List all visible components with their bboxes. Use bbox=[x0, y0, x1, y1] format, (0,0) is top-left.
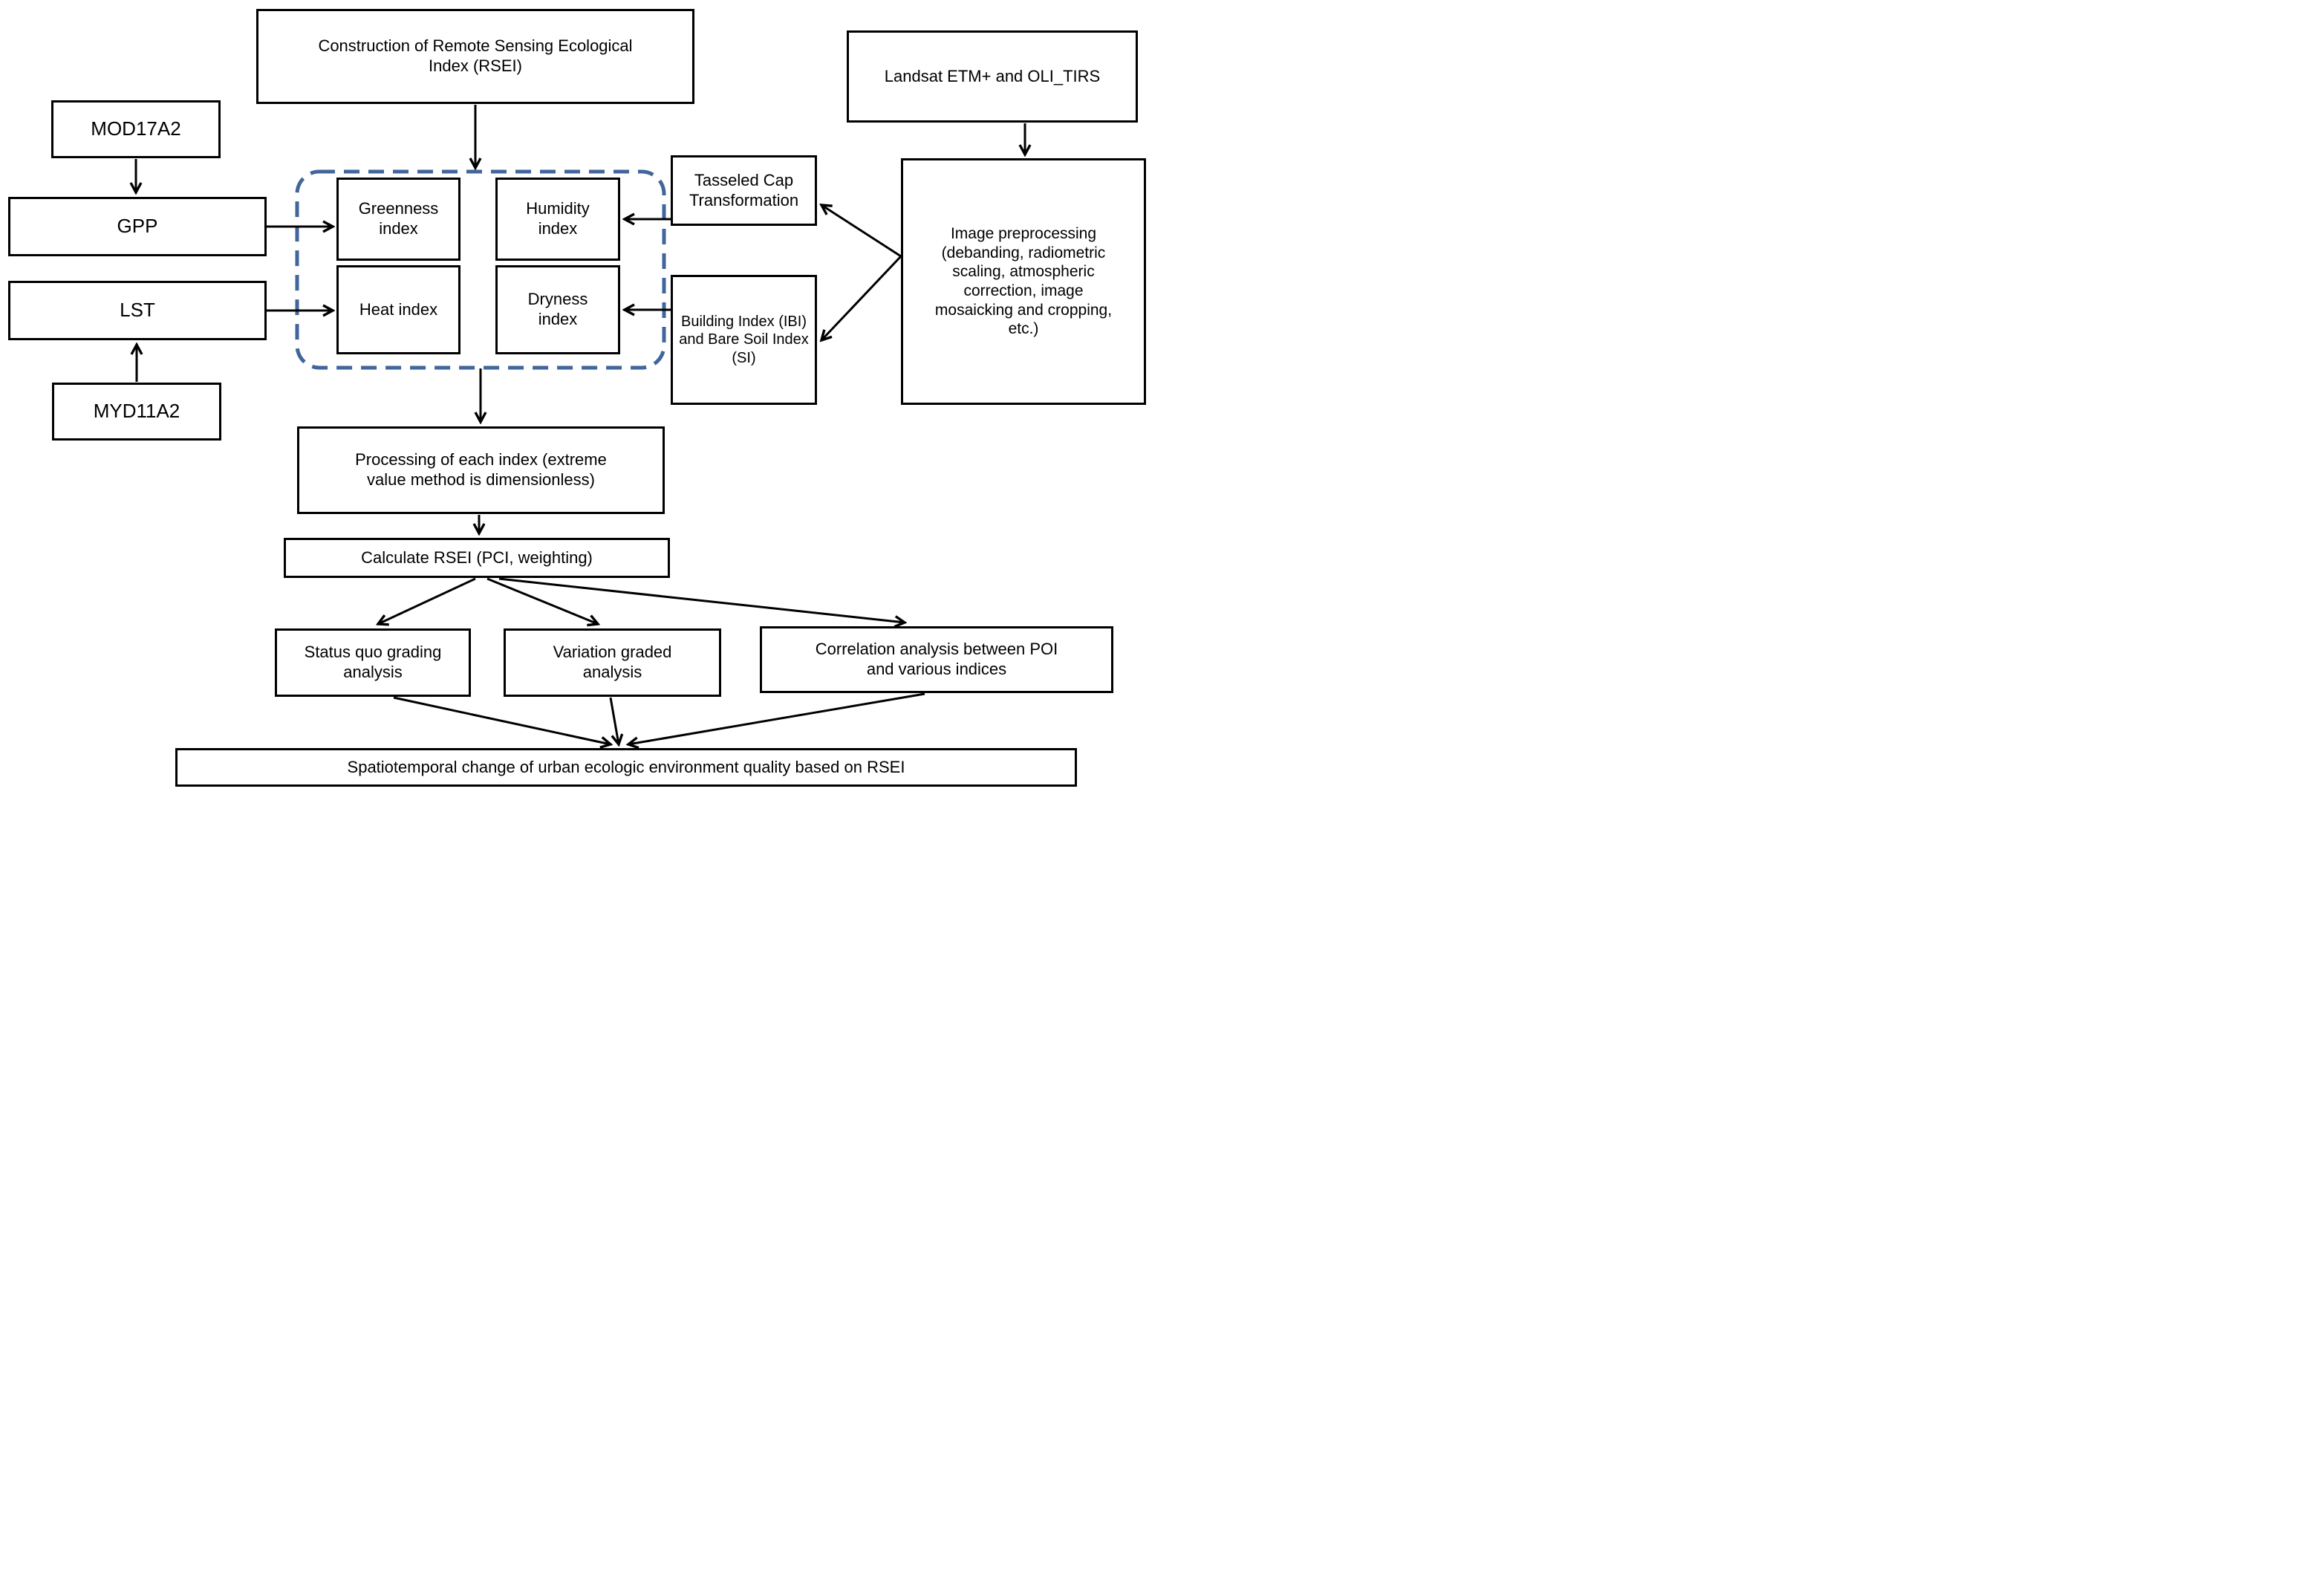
node-image-preprocessing-label: Image preprocessing (debanding, radiomet… bbox=[934, 225, 1113, 338]
node-processing-each-index: Processing of each index (extreme value … bbox=[297, 426, 665, 514]
node-greenness-index-label: Greenness index bbox=[358, 199, 439, 238]
node-spatiotemporal-change-label: Spatiotemporal change of urban ecologic … bbox=[347, 757, 905, 776]
node-humidity-index-label: Humidity index bbox=[526, 199, 590, 238]
node-greenness-index: Greenness index bbox=[336, 178, 460, 261]
node-gpp: GPP bbox=[8, 197, 267, 256]
node-status-quo-grading: Status quo grading analysis bbox=[275, 628, 471, 697]
node-dryness-index: Dryness index bbox=[495, 265, 620, 354]
node-construction-rsei-label: Construction of Remote Sensing Ecologica… bbox=[318, 36, 633, 75]
node-correlation-analysis: Correlation analysis between POI and var… bbox=[760, 626, 1113, 693]
node-humidity-index: Humidity index bbox=[495, 178, 620, 261]
node-landsat: Landsat ETM+ and OLI_TIRS bbox=[847, 30, 1138, 123]
node-spatiotemporal-change: Spatiotemporal change of urban ecologic … bbox=[175, 748, 1077, 787]
flowchart-canvas: Construction of Remote Sensing Ecologica… bbox=[0, 0, 1162, 795]
arrow-calc-to-variation bbox=[486, 577, 598, 624]
node-landsat-label: Landsat ETM+ and OLI_TIRS bbox=[884, 66, 1101, 85]
arrow-preprocessing-to-tasseled bbox=[821, 205, 902, 258]
arrow-calc-to-correlation bbox=[498, 577, 905, 623]
node-mod17a2: MOD17A2 bbox=[51, 100, 221, 158]
node-mod17a2-label: MOD17A2 bbox=[91, 117, 181, 140]
node-dryness-index-label: Dryness index bbox=[527, 290, 588, 328]
arrow-statusquo-to-final bbox=[393, 696, 611, 744]
node-lst: LST bbox=[8, 281, 267, 340]
node-tasseled-cap-label: Tasseled Cap Transformation bbox=[689, 170, 799, 209]
node-correlation-analysis-label: Correlation analysis between POI and var… bbox=[815, 640, 1058, 678]
node-calculate-rsei: Calculate RSEI (PCI, weighting) bbox=[284, 538, 670, 578]
node-myd11a2: MYD11A2 bbox=[52, 383, 221, 441]
node-calculate-rsei-label: Calculate RSEI (PCI, weighting) bbox=[361, 547, 593, 567]
node-construction-rsei: Construction of Remote Sensing Ecologica… bbox=[256, 9, 694, 104]
node-tasseled-cap: Tasseled Cap Transformation bbox=[671, 155, 817, 226]
arrow-variation-to-final bbox=[609, 697, 619, 744]
node-image-preprocessing: Image preprocessing (debanding, radiomet… bbox=[901, 158, 1146, 405]
node-heat-index-label: Heat index bbox=[359, 299, 438, 319]
node-lst-label: LST bbox=[120, 299, 155, 322]
node-status-quo-grading-label: Status quo grading analysis bbox=[304, 643, 442, 681]
node-variation-graded-label: Variation graded analysis bbox=[553, 643, 672, 681]
node-variation-graded: Variation graded analysis bbox=[504, 628, 721, 697]
arrow-calc-to-statusquo bbox=[378, 577, 476, 624]
arrow-correlation-to-final bbox=[628, 692, 925, 744]
node-processing-each-index-label: Processing of each index (extreme value … bbox=[355, 450, 607, 489]
node-myd11a2-label: MYD11A2 bbox=[93, 400, 180, 423]
node-heat-index: Heat index bbox=[336, 265, 460, 354]
node-building-bare-soil-index: Building Index (IBI) and Bare Soil Index… bbox=[671, 275, 817, 405]
node-gpp-label: GPP bbox=[117, 215, 158, 238]
node-building-bare-soil-index-label: Building Index (IBI) and Bare Soil Index… bbox=[679, 313, 809, 366]
arrow-preprocessing-to-building bbox=[821, 255, 902, 340]
